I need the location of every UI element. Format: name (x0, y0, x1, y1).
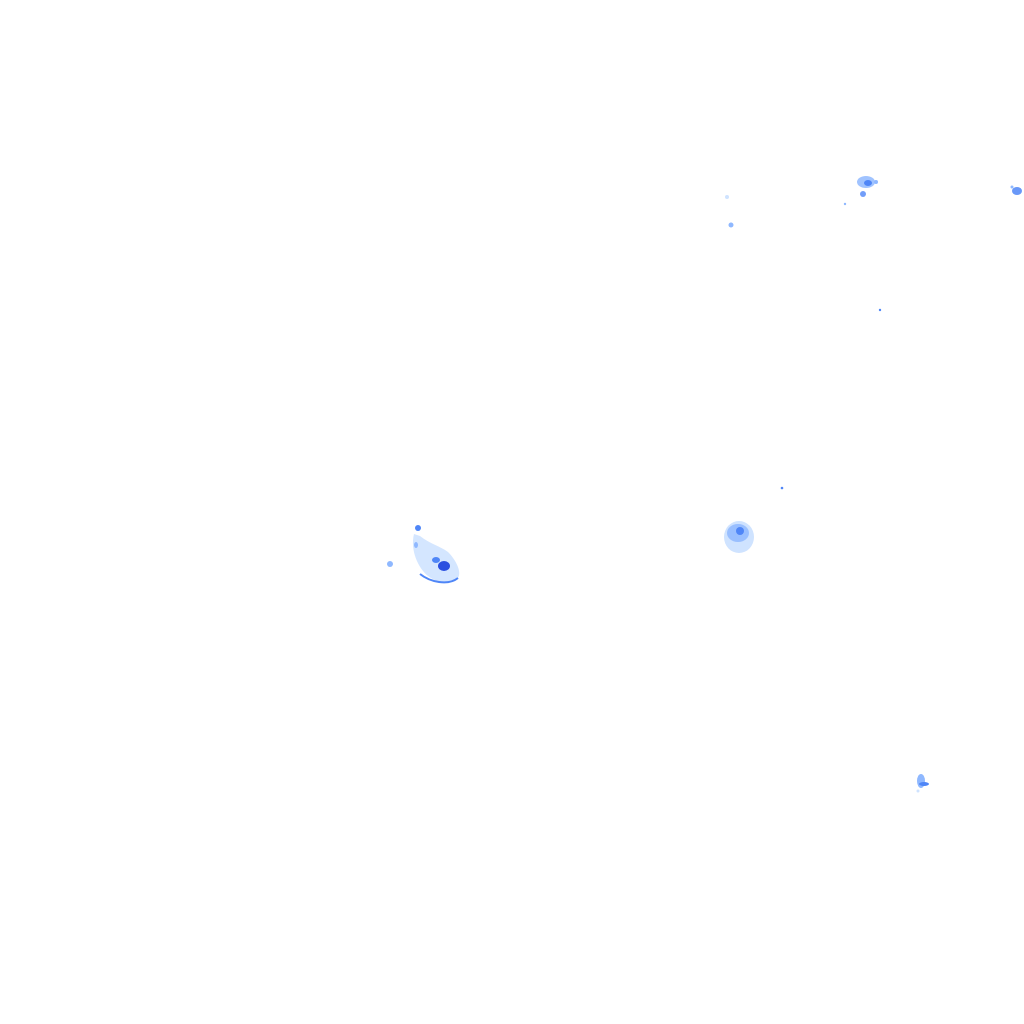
echo-north-east-cell (843, 176, 882, 312)
echo-central-west-cell (387, 525, 460, 584)
echo-central-east-cell (724, 486, 784, 553)
echo-far-east-edge-cell (1010, 185, 1022, 195)
echo-north-small-cell (725, 195, 734, 228)
echo-south-east-cell (916, 774, 929, 793)
